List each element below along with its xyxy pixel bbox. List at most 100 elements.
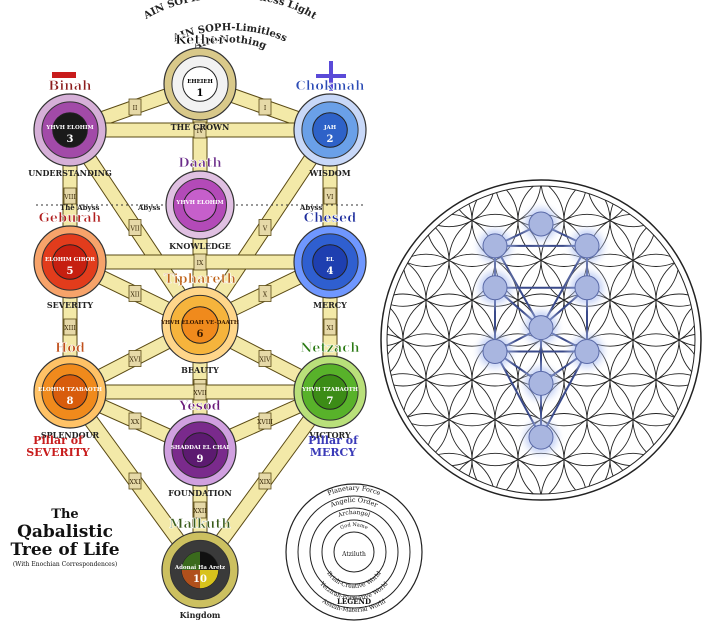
sephirah-number: 4: [327, 266, 334, 277]
flower-node-chokmah: [574, 233, 600, 259]
tarot-card-icon: [63, 318, 77, 336]
sephirah-number: 2: [327, 134, 334, 145]
sephirah-core: [181, 306, 219, 344]
sephirah-number: 10: [193, 574, 207, 585]
path-numeral: VI: [326, 194, 334, 201]
flower-circle: [586, 186, 680, 228]
flower-circle: [632, 373, 695, 467]
sephirah-title: BEAUTY: [181, 365, 219, 375]
header-line-1: AIN SOPH AUR-Limitless Light: [141, 0, 318, 22]
flower-tree-overlay: [471, 200, 611, 462]
malkuth-quadrant: [200, 551, 219, 570]
binah-dash-icon: [52, 72, 76, 78]
tarot-card-icon: [323, 187, 337, 205]
pillar-mercy-line1: Pillar of: [308, 434, 359, 447]
abyss-label-left: The Abyss: [60, 203, 100, 212]
flower-circle: [402, 186, 496, 228]
flower-node-geburah: [482, 275, 508, 301]
flower-outer-ring: [380, 179, 702, 501]
flower-node-yesod: [528, 370, 554, 396]
legend-ring-5: [333, 531, 375, 573]
abyss-label-mid: Abyss: [137, 203, 160, 212]
flower-circle: [540, 452, 634, 494]
tree-of-life: AIN SOPH AUR-Limitless Light AIN SOPH-Li…: [10, 0, 423, 621]
sephirah-core: [312, 244, 348, 280]
sephirah-divine-name: YHVH ELOHIM: [45, 125, 93, 131]
flower-node-hod: [482, 338, 508, 364]
flower-circle: [678, 293, 695, 387]
path-numeral: XII: [130, 292, 140, 299]
sephirah-title: Kingdom: [180, 610, 221, 620]
sephirah-divine-name: EHEIEH: [187, 79, 213, 85]
sephirah-title: THE CROWN: [171, 122, 230, 132]
sephirah-core: [312, 374, 348, 410]
sephirah-name: Binah: [48, 79, 92, 94]
path-numeral: VIII: [63, 194, 76, 201]
abyss-label-right: Abyss: [299, 203, 322, 212]
sephirah-name: Chokmah: [295, 79, 365, 94]
sephirah-core: [52, 374, 88, 410]
caption-title-1: Qabalistic: [17, 522, 113, 542]
path-numeral: XI: [327, 325, 334, 332]
flower-circle: [632, 293, 695, 387]
sephirah-divine-name: YHVH ELOAH VE-DAATH: [160, 320, 239, 326]
flower-node-tiphareth: [528, 315, 554, 341]
sephirah-name: Netzach: [300, 341, 360, 356]
path-numeral: I: [264, 105, 267, 112]
legend-label-godname: God Name: [339, 522, 368, 531]
tarot-card-icon: [128, 472, 142, 490]
sephirah-divine-name: YHVH TZABAOTH: [301, 387, 358, 393]
legend-ring-1: [285, 483, 423, 621]
tarot-card-icon: [258, 98, 272, 116]
tarot-card-icon: [193, 121, 207, 139]
legend-ring-3: [309, 507, 399, 597]
tarot-card-icon: [63, 187, 77, 205]
malkuth-quadrant: [200, 570, 219, 589]
path-numeral: II: [133, 105, 138, 112]
sephirah-divine-name: SHADDAI EL CHAI: [171, 445, 230, 451]
sephirah-core: [312, 112, 348, 148]
tarot-card-icon: [128, 412, 142, 430]
tarot-card-icon: [128, 350, 142, 367]
tarot-card-icon: [323, 318, 337, 336]
sephirah-core: [52, 244, 88, 280]
flower-circle: [632, 213, 695, 307]
path-numeral: XX: [131, 419, 140, 426]
tarot-card-icon: [258, 412, 272, 430]
chokmah-cross-icon: [316, 61, 346, 91]
path-numeral: XVI: [130, 357, 142, 364]
sephirah-name: Kether: [175, 33, 225, 48]
tarot-card-icon: [193, 501, 207, 519]
flower-circle: [402, 452, 496, 494]
legend-ring-4: [321, 519, 387, 585]
sephirah-name: Daath: [178, 156, 222, 171]
sephirah-name: Geburah: [39, 211, 102, 226]
flower-node-binah: [482, 233, 508, 259]
pillar-severity-line2: SEVERITY: [26, 446, 90, 459]
sephirah-title: MERCY: [313, 300, 347, 310]
sephirah-divine-name: ELOHIM GIBOR: [45, 257, 95, 263]
tarot-card-icon: [258, 285, 272, 302]
path-numeral: VII: [129, 226, 140, 233]
tarot-card-icon: [258, 350, 272, 367]
flower-of-life: [380, 179, 702, 501]
sephirah-divine-name: ELOHIM TZABAOTH: [38, 387, 102, 393]
tarot-card-icon: [193, 383, 207, 401]
path-numeral: IV: [197, 128, 204, 135]
sephirah-number: 5: [67, 266, 74, 277]
caption-subtitle: (With Enochian Correspondences): [13, 561, 117, 568]
sephirah-number: 8: [67, 396, 74, 407]
sephirah-name: Yesod: [178, 399, 221, 414]
legend: Planetary Force Angelic Order Archangel …: [285, 483, 423, 621]
path-numeral: XIII: [64, 325, 76, 332]
flower-node-chesed: [574, 275, 600, 301]
sephirah-core: [182, 432, 218, 468]
sephirah-number: 9: [197, 454, 204, 465]
sephirah-number: 7: [327, 396, 334, 407]
